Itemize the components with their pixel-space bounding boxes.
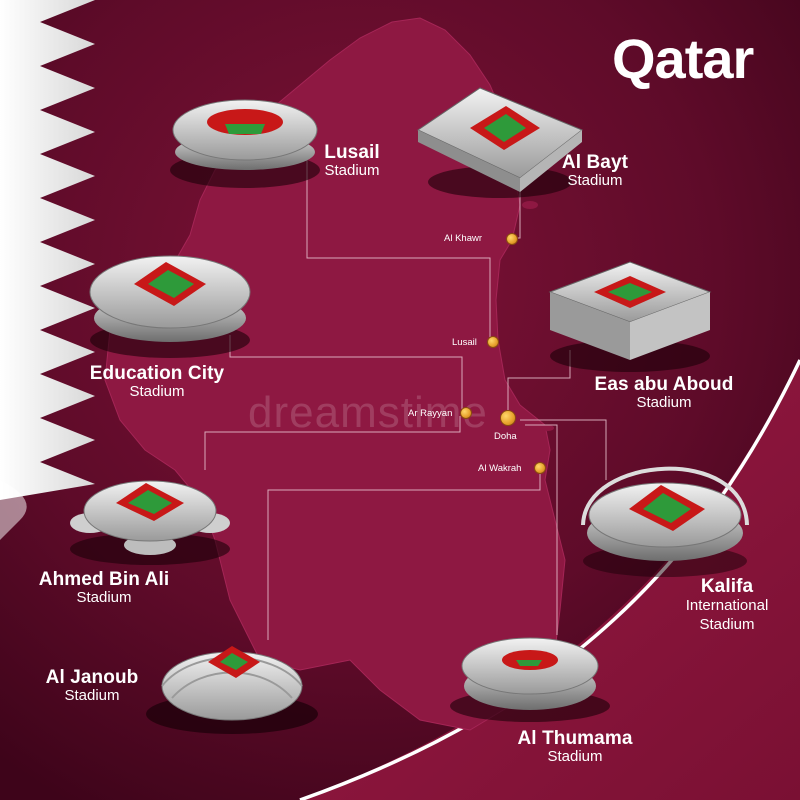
stadium-label-lusail[interactable]: Lusail Stadium bbox=[304, 143, 400, 179]
stadium-icon-lusail bbox=[170, 99, 320, 188]
stadium-label-al-janoub[interactable]: Al Janoub Stadium bbox=[36, 668, 148, 704]
stadium-label-ahmed-bin-ali[interactable]: Ahmed Bin Ali Stadium bbox=[24, 570, 184, 606]
city-label-lusail: Lusail bbox=[452, 337, 477, 348]
city-marker-al-khawr[interactable] bbox=[506, 233, 518, 245]
stadium-name: Lusail bbox=[324, 142, 380, 163]
city-label-doha: Doha bbox=[494, 431, 517, 442]
stadium-sub: Stadium bbox=[547, 747, 603, 765]
stadium-icon-eas-abu-aboud bbox=[548, 261, 712, 372]
stadium-sub: Stadium bbox=[64, 686, 120, 704]
stadium-name: Ahmed Bin Ali bbox=[38, 569, 170, 590]
stadium-icon-al-bayt bbox=[416, 87, 583, 198]
city-label-al-khawr: Al Khawr bbox=[444, 233, 483, 244]
connector-lines bbox=[204, 160, 607, 640]
line-lusail bbox=[306, 160, 491, 338]
city-label-al-wakrah: Al Wakrah bbox=[478, 463, 522, 474]
line-ahmed-bin-ali bbox=[204, 416, 461, 470]
stadium-sub: Stadium bbox=[567, 171, 623, 189]
corner-band bbox=[300, 360, 800, 800]
watermark: dreamstime bbox=[248, 388, 488, 437]
city-label-ar-rayyan: Ar Rayyan bbox=[408, 408, 453, 419]
island bbox=[522, 201, 538, 209]
stadium-name: Al Bayt bbox=[561, 152, 629, 173]
city-marker-ar-rayyan[interactable] bbox=[460, 407, 472, 419]
city-marker-lusail[interactable] bbox=[487, 336, 499, 348]
flag-fade bbox=[0, 480, 27, 540]
line-kalifa bbox=[520, 419, 607, 480]
line-al-thumama bbox=[525, 424, 558, 635]
stadium-name: Kalifa bbox=[700, 576, 754, 597]
island bbox=[542, 425, 554, 431]
city-marker-doha[interactable] bbox=[500, 410, 516, 426]
stadium-name: Education City bbox=[89, 363, 225, 384]
stadium-label-kalifa[interactable]: Kalifa International Stadium bbox=[668, 577, 786, 634]
line-al-janoub bbox=[267, 470, 541, 640]
stadium-name: Eas abu Aboud bbox=[594, 374, 734, 395]
flag-stripe bbox=[0, 0, 95, 500]
stadium-label-education-city[interactable]: Education City Stadium bbox=[72, 364, 242, 400]
stadium-sub: International Stadium bbox=[685, 596, 769, 633]
stadium-sub: Stadium bbox=[324, 161, 380, 179]
stadium-sub: Stadium bbox=[636, 393, 692, 411]
stadium-label-al-bayt[interactable]: Al Bayt Stadium bbox=[545, 153, 645, 189]
map-title: Qatar bbox=[612, 27, 754, 90]
stadium-icon-al-janoub bbox=[146, 646, 318, 734]
stadium-icon-education-city bbox=[89, 255, 251, 358]
stadium-sub: Stadium bbox=[129, 382, 185, 400]
stadium-sub: Stadium bbox=[76, 588, 132, 606]
stadium-label-al-thumama[interactable]: Al Thumama Stadium bbox=[500, 729, 650, 765]
stadium-name: Al Janoub bbox=[45, 667, 139, 688]
stadium-name: Al Thumama bbox=[517, 728, 633, 749]
stadium-icon-kalifa bbox=[581, 466, 749, 577]
city-marker-al-wakrah[interactable] bbox=[534, 462, 546, 474]
stadium-icon-al-thumama bbox=[450, 637, 610, 722]
white-arc bbox=[299, 359, 800, 800]
stadium-label-eas-abu-aboud[interactable]: Eas abu Aboud Stadium bbox=[574, 375, 754, 411]
stadium-icon-ahmed-bin-ali bbox=[70, 480, 230, 565]
